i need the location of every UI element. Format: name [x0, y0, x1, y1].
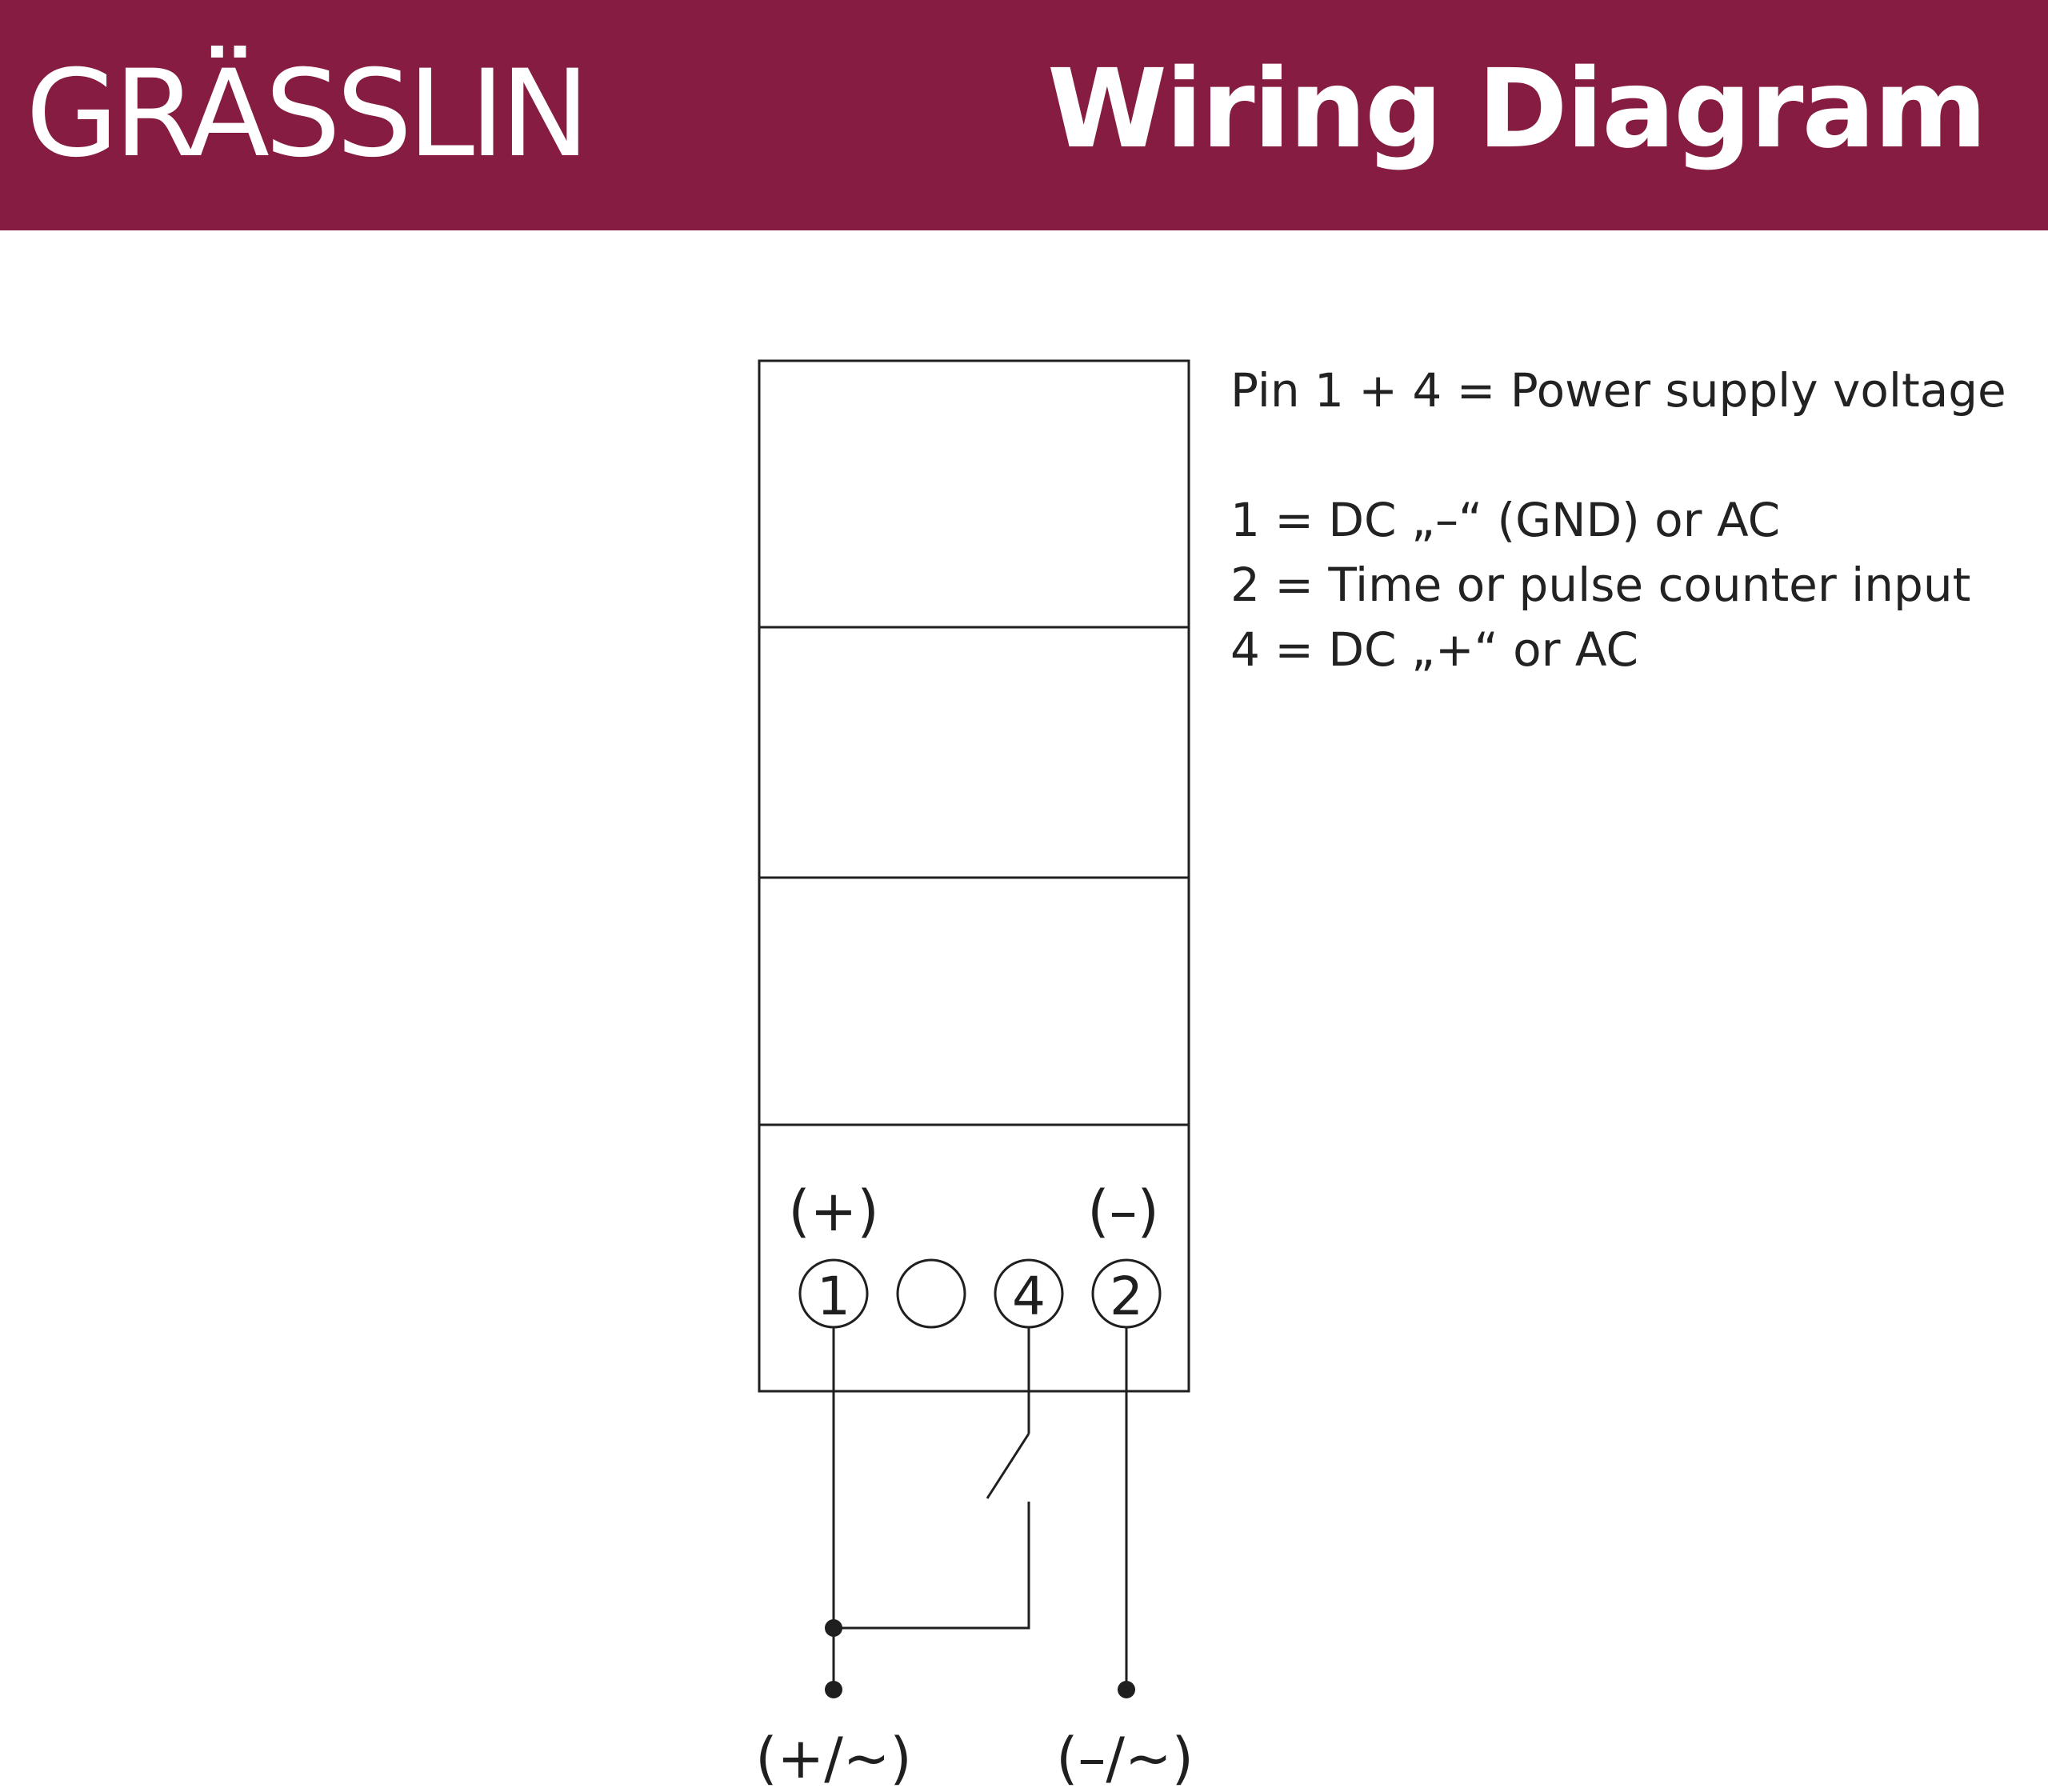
- terminal-2-label: 2: [1110, 1266, 1143, 1327]
- legend-pin-1: 1 = DC „–“ (GND) or AC: [1230, 493, 1781, 547]
- polarity-minus-label: (–): [1087, 1178, 1159, 1244]
- polarity-plus-label: (+): [788, 1178, 878, 1244]
- legend-power-supply: Pin 1 + 4 = Power supply voltage: [1230, 363, 2006, 418]
- legend-pin-2: 2 = Time or pulse counter input: [1230, 558, 1971, 612]
- switch-contact-icon: [986, 1433, 1030, 1499]
- wire-switch-return: [834, 1502, 1030, 1630]
- header-bar: GRÄSSLIN Wiring Diagram: [0, 0, 2048, 230]
- brand-logo: GRÄSSLIN: [26, 45, 590, 184]
- junction-dot: [825, 1619, 842, 1637]
- supply-node-left: [825, 1681, 842, 1698]
- supply-node-right: [1118, 1681, 1135, 1698]
- terminal-1-label: 1: [817, 1266, 850, 1327]
- legend-spacer: [1230, 423, 2006, 488]
- legend-pin-4: 4 = DC „+“ or AC: [1230, 622, 1639, 677]
- supply-left-label: (+/~): [755, 1726, 912, 1791]
- terminal-4-label: 4: [1012, 1266, 1046, 1327]
- pin-legend: Pin 1 + 4 = Power supply voltage 1 = DC …: [1230, 358, 2006, 682]
- supply-right-label: (–/~): [1056, 1726, 1194, 1791]
- page-title: Wiring Diagram: [1046, 46, 1987, 173]
- device-housing: [758, 359, 1190, 1393]
- terminal-empty-ring: [896, 1258, 966, 1329]
